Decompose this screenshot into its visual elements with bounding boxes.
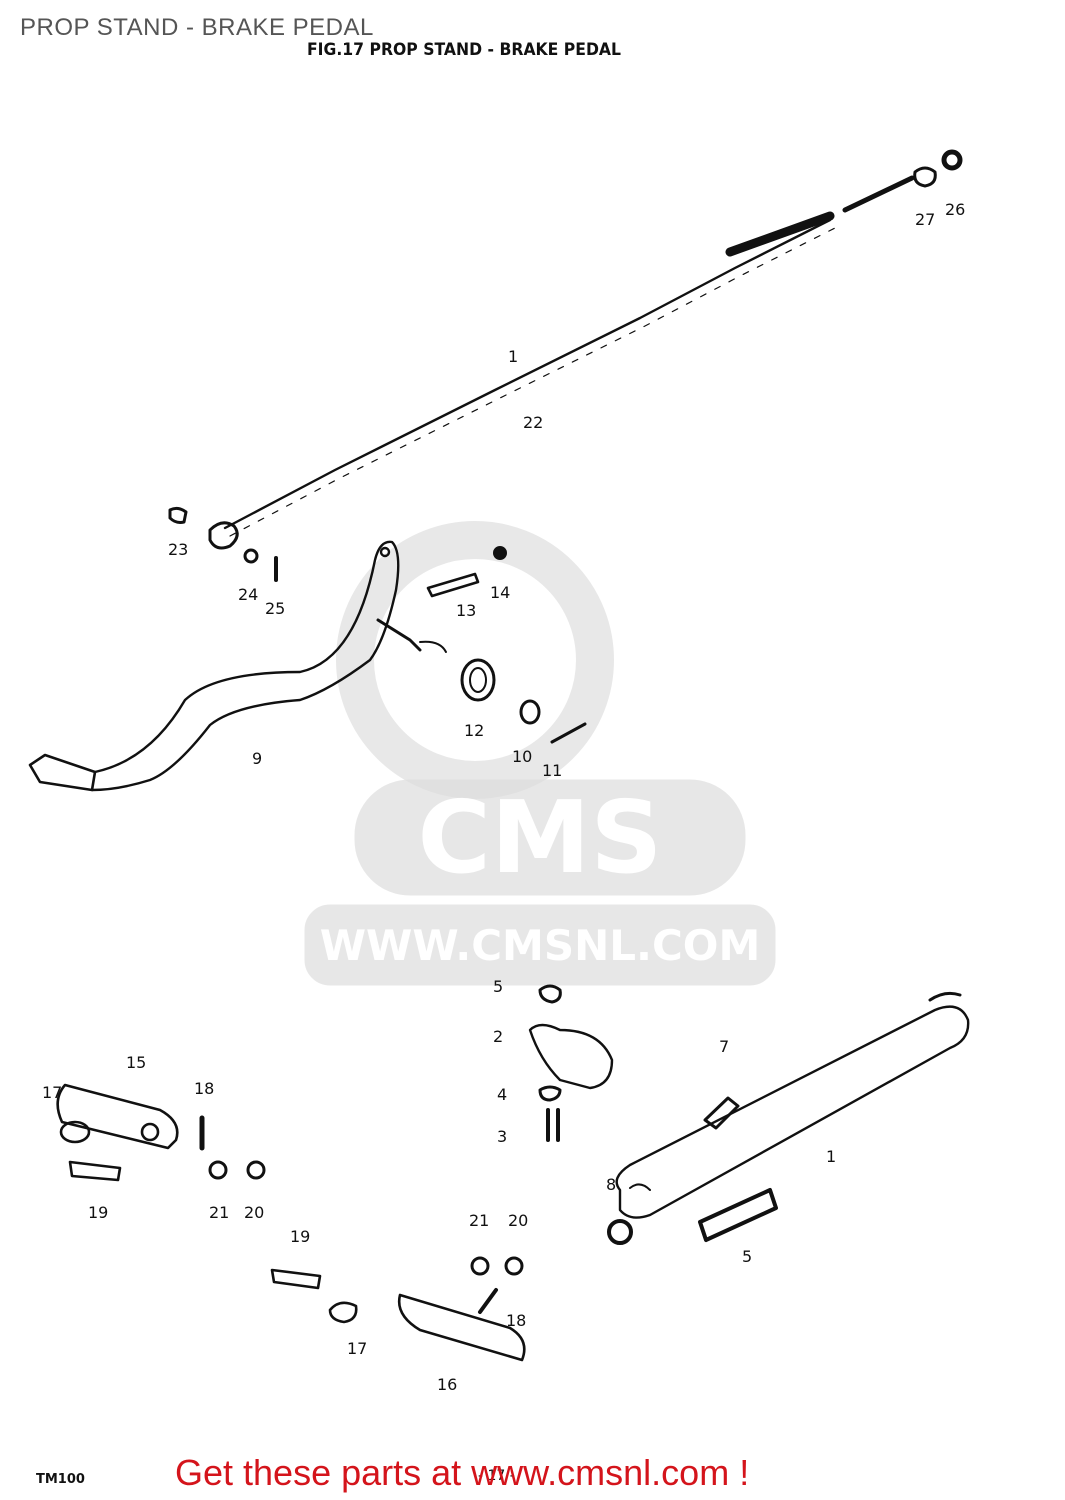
prop-stand — [607, 991, 970, 1245]
callout-21b: 21 — [469, 1211, 489, 1230]
page-number: - 17 - — [478, 1468, 515, 1484]
pedal-pivot-parts — [419, 546, 587, 744]
callout-11: 11 — [542, 761, 562, 780]
stand-bracket — [528, 984, 614, 1142]
callout-19b: 19 — [290, 1227, 310, 1246]
callout-14: 14 — [490, 583, 510, 602]
callout-24: 24 — [238, 585, 258, 604]
callout-19a: 19 — [88, 1203, 108, 1222]
brake-rod — [168, 175, 915, 582]
callout-1a: 1 — [508, 347, 518, 366]
callout-26: 26 — [945, 200, 965, 219]
callout-20b: 20 — [508, 1211, 528, 1230]
get-parts-link[interactable]: Get these parts at www.cmsnl.com ! — [175, 1452, 750, 1493]
model-code: TM100 — [36, 1472, 85, 1487]
callout-17a: 17 — [42, 1083, 62, 1102]
footrest-right — [56, 1083, 266, 1182]
brake-pedal — [28, 540, 422, 792]
callout-21a: 21 — [209, 1203, 229, 1222]
callout-labels: 1 1 2 3 4 5 5 7 8 9 10 11 12 13 14 15 16… — [42, 200, 965, 1394]
callout-17b: 17 — [347, 1339, 367, 1358]
callout-8: 8 — [606, 1175, 616, 1194]
callout-1b: 1 — [826, 1147, 836, 1166]
adjuster-nut — [913, 149, 963, 188]
callout-23: 23 — [168, 540, 188, 559]
callout-7: 7 — [719, 1037, 729, 1056]
watermark-brand: CMS — [418, 779, 663, 896]
callout-3: 3 — [497, 1127, 507, 1146]
callout-18b: 18 — [506, 1311, 526, 1330]
figure-title: FIG.17 PROP STAND - BRAKE PEDAL — [307, 40, 621, 60]
cms-watermark: CMS WWW.CMSNL.COM — [304, 521, 776, 986]
callout-18a: 18 — [194, 1079, 214, 1098]
callout-10: 10 — [512, 747, 532, 766]
callout-27: 27 — [915, 210, 935, 229]
callout-4: 4 — [497, 1085, 507, 1104]
callout-20a: 20 — [244, 1203, 264, 1222]
callout-5b: 5 — [742, 1247, 752, 1266]
callout-15: 15 — [126, 1053, 146, 1072]
callout-13: 13 — [456, 601, 476, 620]
callout-22: 22 — [523, 413, 543, 432]
callout-25: 25 — [265, 599, 285, 618]
callout-2: 2 — [493, 1027, 503, 1046]
callout-5a: 5 — [493, 977, 503, 996]
watermark-url: WWW.CMSNL.COM — [320, 921, 761, 970]
callout-9: 9 — [252, 749, 262, 768]
callout-16: 16 — [437, 1375, 457, 1394]
callout-12: 12 — [464, 721, 484, 740]
page-title: PROP STAND - BRAKE PEDAL — [20, 14, 374, 41]
footrest-left — [270, 1256, 526, 1362]
